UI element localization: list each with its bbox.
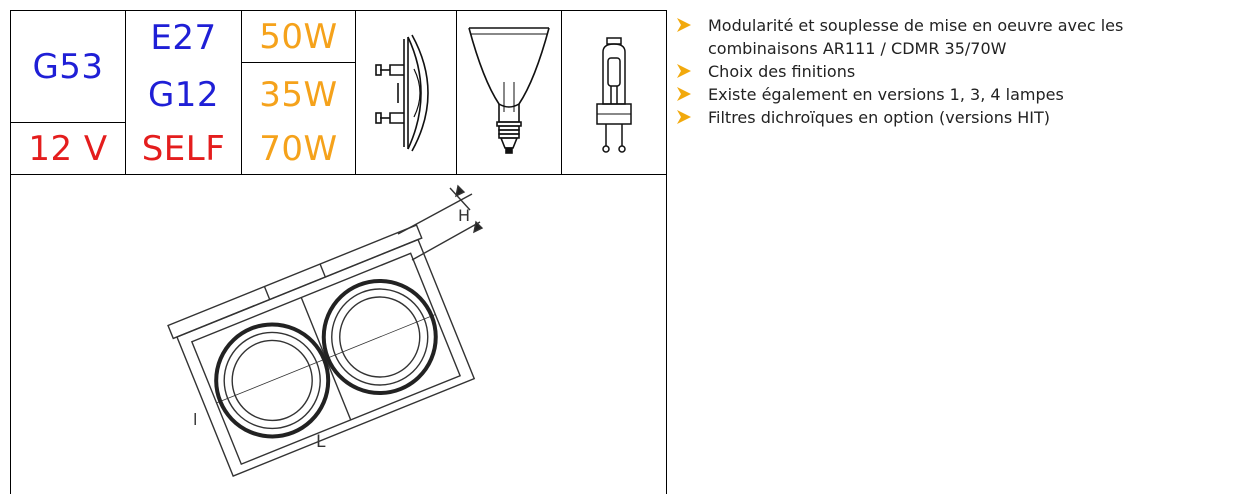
feature-list: Modularité et souplesse de mise en oeuvr… — [676, 14, 1231, 129]
feature-item: Choix des finitions — [676, 60, 1231, 83]
feature-item: Existe également en versions 1, 3, 4 lam… — [676, 83, 1231, 106]
socket-g12-value: G12 — [147, 75, 220, 115]
feature-text: Modularité et souplesse de mise en oeuvr… — [708, 16, 1124, 58]
table-top-border — [10, 10, 666, 11]
socket-g53-cell: G53 — [11, 11, 125, 122]
wattage-50-cell: 50W — [242, 11, 355, 62]
ar111-lamp-icon — [356, 11, 456, 174]
socket-e27-cell: E27 — [126, 14, 241, 62]
table-right-border — [666, 10, 667, 494]
socket-e27-value: E27 — [150, 18, 217, 58]
transformer-value: SELF — [141, 128, 226, 169]
bullet-arrow-icon — [677, 110, 691, 124]
table-col-divider — [241, 10, 242, 175]
table-row-divider-wattage — [241, 62, 355, 63]
cdm-r-lamp-icon — [457, 11, 561, 174]
table-left-border — [10, 10, 11, 494]
frame-outline — [167, 224, 476, 477]
wattage-35-value: 35W — [259, 75, 338, 115]
dimension-label-h: H — [458, 206, 471, 225]
wattage-70-cell: 70W — [242, 123, 355, 174]
table-header-bottom-border — [10, 174, 666, 175]
luminaire-technical-drawing: H l L — [150, 182, 510, 494]
feature-text: Choix des finitions — [708, 62, 856, 81]
table-col-divider — [125, 10, 126, 175]
right-lamp-ring — [321, 278, 438, 395]
feature-text: Filtres dichroïques en option (versions … — [708, 108, 1051, 127]
table-col-divider — [355, 10, 356, 175]
cdm-t-capsule-lamp-icon — [562, 11, 666, 174]
transformer-cell: SELF — [126, 123, 241, 174]
socket-g12-cell: G12 — [126, 70, 241, 120]
dimension-label-l-small: l — [193, 410, 198, 429]
feature-item: Filtres dichroïques en option (versions … — [676, 106, 1231, 129]
socket-g53-value: G53 — [32, 46, 104, 87]
voltage-value: 12 V — [28, 128, 108, 169]
voltage-cell: 12 V — [11, 123, 125, 174]
bullet-arrow-icon — [677, 64, 691, 78]
bullet-arrow-icon — [677, 87, 691, 101]
wattage-70-value: 70W — [259, 128, 338, 169]
table-col-divider — [456, 10, 457, 175]
wattage-35-cell: 35W — [242, 70, 355, 120]
dimension-label-l: L — [316, 432, 326, 452]
feature-text: Existe également en versions 1, 3, 4 lam… — [708, 85, 1064, 104]
left-lamp-ring — [214, 322, 331, 439]
wattage-50-value: 50W — [259, 16, 338, 57]
feature-item: Modularité et souplesse de mise en oeuvr… — [676, 14, 1231, 60]
table-row-divider — [10, 122, 125, 123]
table-col-divider — [561, 10, 562, 175]
bullet-arrow-icon — [677, 18, 691, 32]
